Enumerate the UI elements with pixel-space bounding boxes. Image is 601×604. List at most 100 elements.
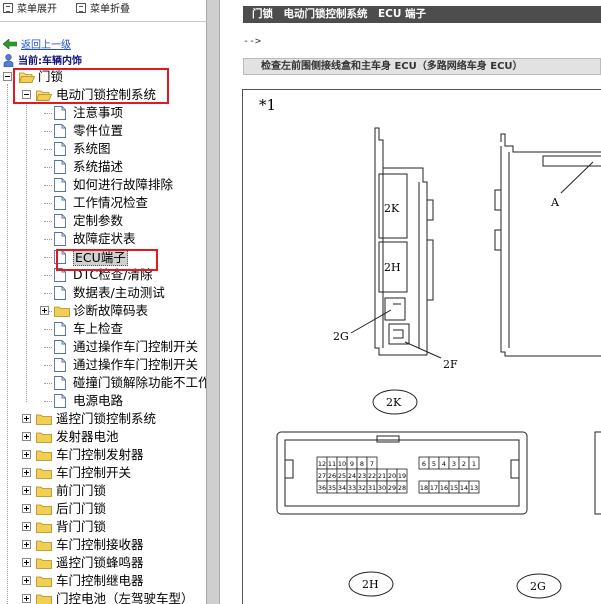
latch xyxy=(376,435,400,443)
tree-label: 系统描述 xyxy=(73,159,124,174)
folder-icon xyxy=(36,522,52,533)
expand-toggle[interactable] xyxy=(22,558,31,567)
current-location-label: 当前:车辆内饰 xyxy=(18,56,82,67)
pin-number: 8 xyxy=(360,460,364,468)
collapse-menu-button[interactable]: 菜单折叠 xyxy=(76,3,130,17)
tree-label: 门锁 xyxy=(38,69,64,84)
document-icon xyxy=(54,178,66,192)
tree-line xyxy=(44,401,52,402)
pin-number: 11 xyxy=(328,460,336,468)
connector-slot-2h xyxy=(378,241,408,293)
connector-slot-2f xyxy=(388,323,410,345)
expand-toggle[interactable] xyxy=(22,450,31,459)
latch xyxy=(510,459,519,479)
tree-label: 车上检查 xyxy=(73,321,124,336)
pin-number: 6 xyxy=(422,460,426,468)
tree-label: 前门门锁 xyxy=(56,483,107,498)
document-icon xyxy=(54,142,66,156)
connector-2h-inner xyxy=(284,439,520,507)
document-icon xyxy=(54,106,66,120)
pin-number: 28 xyxy=(398,484,406,492)
expand-toggle[interactable] xyxy=(22,414,31,423)
pin-number: 19 xyxy=(398,472,406,480)
tree-label: 数据表/主动测试 xyxy=(73,285,165,300)
tree-label: 诊断故障码表 xyxy=(73,303,149,318)
tree-label: 通过操作车门控制开关 xyxy=(73,357,199,372)
folder-icon xyxy=(36,558,52,569)
pin-number: 21 xyxy=(378,472,386,480)
highlight-box xyxy=(56,249,158,271)
oval-2k xyxy=(372,389,418,415)
pin-number: 34 xyxy=(338,484,346,492)
leader-line-2g xyxy=(350,309,392,334)
expand-toggle[interactable] xyxy=(22,522,31,531)
tree-label: 如何进行故障排除 xyxy=(73,177,174,192)
pin-number: 3 xyxy=(452,460,456,468)
pin-number: 15 xyxy=(450,484,458,492)
tree-label: 车门控制接收器 xyxy=(56,537,144,552)
collapse-toggle[interactable] xyxy=(3,72,12,81)
tree-label: 遥控门锁控制系统 xyxy=(56,411,157,426)
expand-toggle[interactable] xyxy=(22,576,31,585)
connector-2g-outline xyxy=(594,431,601,515)
current-location: 当前:车辆内饰 xyxy=(3,52,82,67)
tree-label: 门控电池（左驾驶车型） xyxy=(56,591,194,604)
tree-line xyxy=(44,293,52,294)
collapse-menu-label: 菜单折叠 xyxy=(90,4,130,15)
tree-label: 遥控门锁蜂鸣器 xyxy=(56,555,144,570)
arrow-text: --> xyxy=(243,36,262,47)
folder-icon xyxy=(36,594,52,604)
pin-number: 18 xyxy=(420,484,428,492)
document-icon xyxy=(54,286,66,300)
tree-line xyxy=(7,84,8,604)
expand-toggle[interactable] xyxy=(22,594,31,603)
pin-number: 25 xyxy=(338,472,346,480)
back-link-row[interactable]: 返回上一级 xyxy=(3,36,71,51)
tree-label: 发射器电池 xyxy=(56,429,119,444)
pin-number: 9 xyxy=(350,460,354,468)
pane-splitter[interactable] xyxy=(206,0,220,604)
connector-slot-2k xyxy=(378,173,408,239)
tree-label: 通过操作车门控制开关 xyxy=(73,339,199,354)
document-icon xyxy=(54,376,66,390)
oval-label-2k: 2K xyxy=(386,396,402,409)
expand-menu-button[interactable]: 菜单展开 xyxy=(3,3,57,17)
expand-toggle[interactable] xyxy=(22,432,31,441)
folder-icon xyxy=(36,576,52,587)
latch xyxy=(285,459,294,479)
oval-2h xyxy=(348,571,394,597)
pin-cell xyxy=(468,480,480,494)
slot-detail xyxy=(393,303,404,339)
pin-number: 5 xyxy=(432,460,436,468)
pin-number: 36 xyxy=(318,484,326,492)
pin-number: 33 xyxy=(348,484,356,492)
block-label-2h: 2H xyxy=(384,261,401,274)
expand-toggle[interactable] xyxy=(40,306,49,315)
back-link[interactable]: 返回上一级 xyxy=(21,40,71,51)
tree-line xyxy=(44,365,52,366)
document-icon xyxy=(54,160,66,174)
expand-toggle[interactable] xyxy=(22,486,31,495)
tree-line xyxy=(44,329,52,330)
person-icon xyxy=(3,54,14,67)
document-icon xyxy=(54,232,66,246)
housing-tab xyxy=(494,189,502,211)
tree-line xyxy=(44,149,52,150)
expand-toggle[interactable] xyxy=(22,504,31,513)
collapse-toggle[interactable] xyxy=(22,90,31,99)
document-icon xyxy=(54,124,66,138)
housing-tab xyxy=(427,199,434,221)
tree-label: 故障症状表 xyxy=(73,231,136,246)
folder-icon xyxy=(36,414,52,425)
pin-number: 27 xyxy=(318,472,326,480)
expand-toggle[interactable] xyxy=(22,540,31,549)
pin-number: 31 xyxy=(368,484,376,492)
expand-toggle[interactable] xyxy=(22,468,31,477)
pin-number: 1 xyxy=(472,460,476,468)
document-icon xyxy=(54,214,66,228)
folder-icon xyxy=(36,486,52,497)
housing-tab xyxy=(494,229,502,251)
collapse-icon xyxy=(76,3,86,13)
